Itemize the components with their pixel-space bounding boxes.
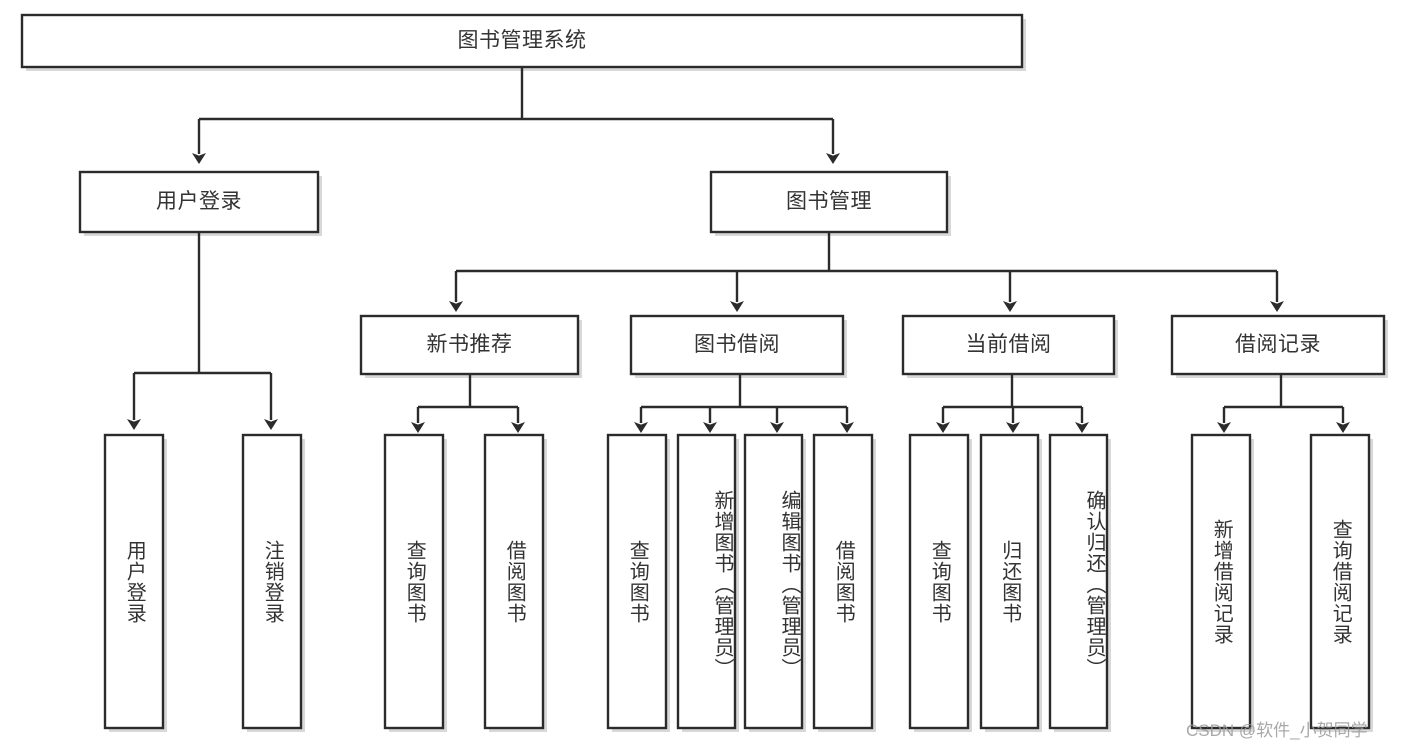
node-box-book-borrow xyxy=(629,314,845,376)
node-box-edit-book-admin xyxy=(743,433,804,730)
node-box-user-logout xyxy=(241,433,303,730)
node-box-current-borrow xyxy=(901,314,1116,376)
node-box-borrow-book-2 xyxy=(812,433,874,730)
node-box-confirm-return-admin xyxy=(1048,433,1109,730)
node-boxes xyxy=(20,13,1386,730)
node-box-borrow-book-1 xyxy=(483,433,545,730)
node-box-borrow-record xyxy=(1170,314,1386,376)
node-box-new-book-recommend xyxy=(359,314,580,376)
watermark-text: CSDN @软件_小贺同学 xyxy=(1186,721,1368,740)
node-box-query-book-2 xyxy=(606,433,668,730)
node-box-return-book xyxy=(979,433,1040,730)
node-box-add-borrow-record xyxy=(1190,433,1252,730)
node-box-user-login xyxy=(78,170,320,234)
node-box-query-book-3 xyxy=(908,433,970,730)
node-box-query-book-1 xyxy=(383,433,445,730)
node-box-book-management xyxy=(709,170,949,234)
node-box-root xyxy=(20,13,1024,69)
node-box-query-borrow-record xyxy=(1309,433,1371,730)
connector-lines xyxy=(127,67,1350,433)
node-box-add-book-admin xyxy=(676,433,737,730)
node-box-user-login-do xyxy=(103,433,165,730)
